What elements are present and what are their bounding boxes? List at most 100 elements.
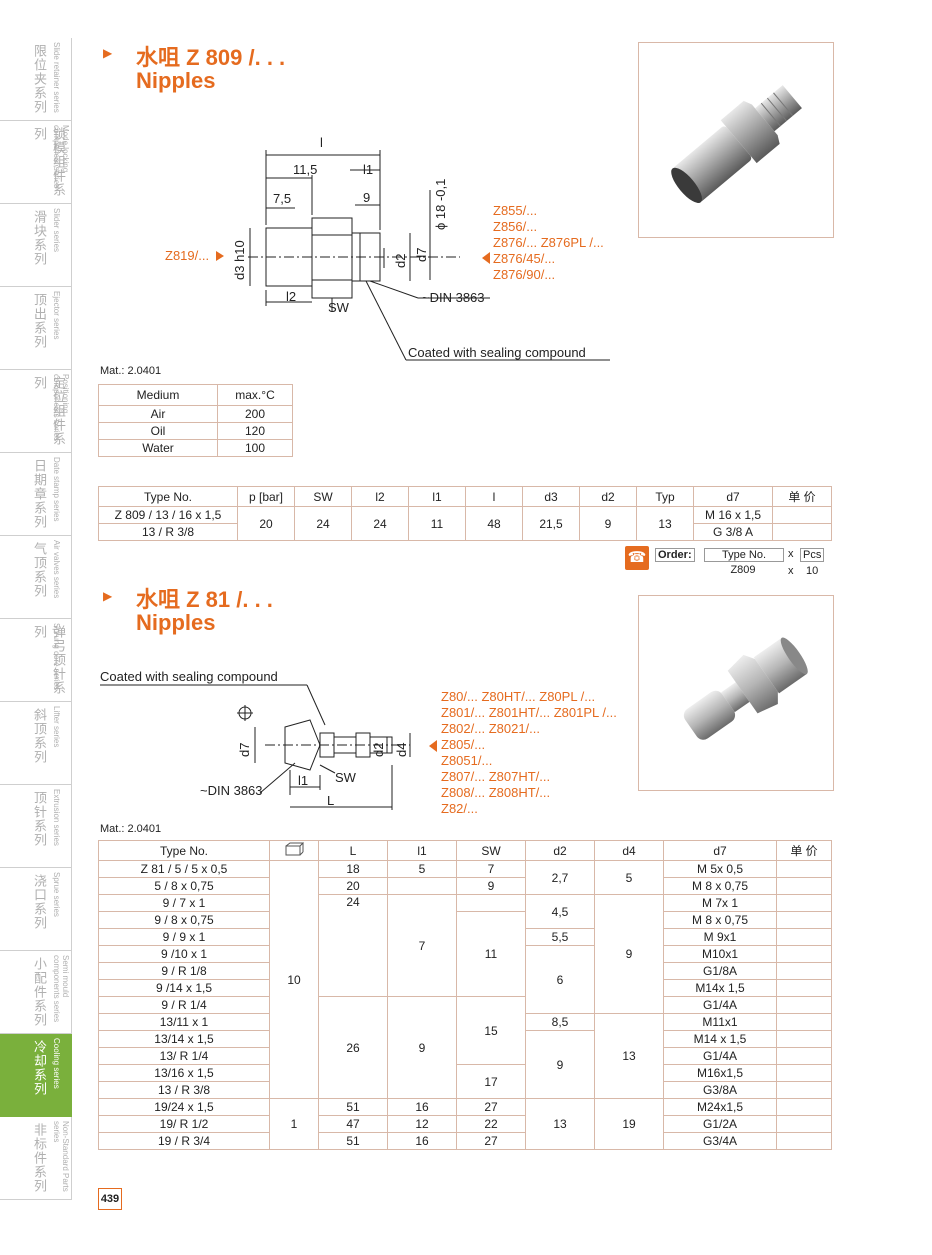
col-header: d2: [579, 486, 637, 507]
dim-d3-label: d3 h10: [232, 240, 247, 280]
table-cell: G1/2A: [663, 1115, 777, 1133]
col-header: d3: [522, 486, 580, 507]
table-cell: 15: [456, 996, 526, 1065]
table-cell: 13 / R 3/8: [98, 1081, 270, 1099]
col-header: d4: [594, 840, 664, 861]
table-cell: 9 / 9 x 1: [98, 928, 270, 946]
table-cell: 13: [525, 1098, 595, 1150]
table-cell: 11: [456, 911, 526, 997]
ref-4: Z8051/...: [441, 753, 492, 768]
table-cell: 51: [318, 1132, 388, 1150]
table-cell: Oil: [98, 422, 218, 440]
dim-d4-label-2: d4: [394, 743, 409, 757]
ref-0: Z80/... Z80HT/... Z80PL /...: [441, 689, 595, 704]
section2-title-en: Nipples: [136, 610, 216, 635]
section-arrow-icon: ▶: [103, 589, 113, 603]
sidebar-tab-cn: 非标件系列: [32, 1123, 47, 1193]
table-cell: 9 / 8 x 0,75: [98, 911, 270, 929]
price-cell: [776, 1098, 832, 1116]
table-cell: 24: [318, 894, 388, 997]
col-header: 单 价: [772, 486, 832, 507]
table-cell: 27: [456, 1132, 526, 1150]
table-cell: 200: [217, 405, 293, 423]
sidebar-tab-cn: 顶出系列: [32, 293, 47, 349]
dim-l1-label-2: l1: [298, 773, 308, 788]
order-label: Order:: [655, 548, 695, 562]
dim-9-label: 9: [363, 190, 370, 205]
table-cell: M 8 x 0,75: [663, 877, 777, 895]
sidebar-tab-cn: 顶针系列: [32, 791, 47, 847]
table-cell: Air: [98, 405, 218, 423]
table-cell: 13/14 x 1,5: [98, 1030, 270, 1048]
table-cell: M14 x 1,5: [663, 1030, 777, 1048]
col-header: Type No.: [98, 840, 270, 861]
sidebar-tab-cn: 定位组件系列: [32, 376, 66, 446]
ref-3: Z805/...: [441, 737, 485, 752]
dim-sw-label: SW: [328, 300, 350, 315]
din-label-2: ~DIN 3863: [200, 783, 263, 798]
table-cell: 4,5: [525, 894, 595, 929]
table-cell: [387, 877, 457, 895]
price-cell: [776, 962, 832, 980]
sidebar-tab-en: Ejector series: [52, 291, 61, 340]
col-header: l2: [351, 486, 409, 507]
table-cell: 5: [594, 860, 664, 895]
col-header: p [bar]: [237, 486, 295, 507]
sidebar-tab[interactable]: 非标件系列 Non-Standard Parts series: [0, 1117, 72, 1200]
dim-d2-label-2: d2: [371, 743, 386, 757]
sidebar-tab-cn: 限位夹系列: [32, 44, 47, 114]
coated-label: Coated with sealing compound: [408, 345, 586, 360]
table-cell: 1: [269, 1098, 319, 1150]
table-cell: 27: [456, 1098, 526, 1116]
table-cell: G 3/8 A: [693, 523, 773, 541]
table-cell: M11x1: [663, 1013, 777, 1031]
price-cell: [776, 860, 832, 878]
z81-spec-table: Type No. L l1 SW d2 d4 d7 单 价 Z 81 / 5 /…: [98, 840, 832, 1150]
price-cell: [776, 979, 832, 997]
table-cell: M 7x 1: [663, 894, 777, 912]
price-cell: [772, 523, 832, 541]
price-cell: [776, 894, 832, 912]
table-cell: M14x 1,5: [663, 979, 777, 997]
table-cell: 20: [237, 506, 295, 541]
col-header: Typ: [636, 486, 694, 507]
sidebar-tab-cn: 锁模组件系列: [32, 127, 66, 197]
table-cell: 26: [318, 996, 388, 1099]
coated-label-2: Coated with sealing compound: [100, 669, 278, 684]
table-cell: 11: [408, 506, 466, 541]
sidebar-tab-en: Air valves series: [52, 540, 61, 599]
section2-title-cn: 水咀 Z 81 /. . .: [136, 587, 273, 612]
order-type-label: Type No.: [704, 548, 784, 562]
dim-l1-label: l1: [363, 162, 373, 177]
table-cell: 20: [318, 877, 388, 895]
ref-5: Z807/... Z807HT/...: [441, 769, 550, 784]
sidebar-tab-cn: 滑块系列: [32, 210, 47, 266]
table-cell: 16: [387, 1098, 457, 1116]
table-cell: 13: [594, 1013, 664, 1099]
dim-d7-label: d7: [414, 248, 429, 262]
table-cell: 13/16 x 1,5: [98, 1064, 270, 1082]
col-header: 单 价: [776, 840, 832, 861]
table-cell: 47: [318, 1115, 388, 1133]
table-cell: 7: [387, 894, 457, 997]
sidebar-tab[interactable]: 顶出系列 Ejector series: [0, 287, 72, 370]
price-cell: [776, 1115, 832, 1133]
ref-2: Z802/... Z8021/...: [441, 721, 540, 736]
table-cell: 8,5: [525, 1013, 595, 1031]
table-cell: 17: [456, 1064, 526, 1099]
sidebar-tab-en: Non-Standard Parts series: [52, 1121, 70, 1192]
table-cell: 48: [465, 506, 523, 541]
din-label: ~DIN 3863: [422, 290, 485, 305]
